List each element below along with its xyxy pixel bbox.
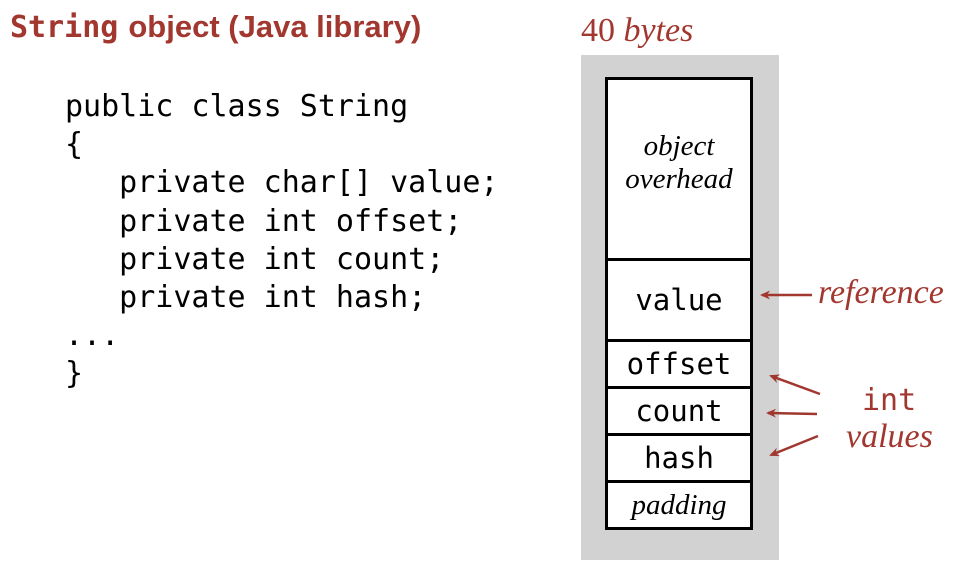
code-line-count-field: private int count; [65, 241, 445, 277]
memory-cell-value: value [605, 258, 753, 342]
overhead-label-line2: overhead [625, 163, 733, 196]
code-line-open-brace: { [65, 127, 84, 163]
int-annotation-text: values [846, 418, 933, 455]
code-block: public class String { private char[] val… [65, 88, 498, 394]
memory-cell-padding: padding [605, 480, 753, 530]
diagram-title: String object (Java library) [10, 9, 422, 45]
object-size-unit: bytes [623, 12, 694, 49]
memory-cell-offset: offset [605, 339, 753, 389]
code-line-ellipsis: ... [65, 318, 120, 354]
object-size-number: 40 [581, 12, 615, 49]
padding-cell-label: padding [631, 488, 727, 521]
offset-cell-label: offset [626, 347, 732, 381]
memory-cell-object-overhead: object overhead [605, 77, 753, 261]
overhead-label-line1: object [643, 130, 715, 162]
int-annotation-code: int [862, 383, 917, 418]
code-line-value-field: private char[] value; [65, 165, 499, 201]
reference-annotation: reference [818, 274, 944, 311]
code-line-offset-field: private int offset; [65, 203, 463, 239]
code-line-close-brace: } [65, 356, 84, 392]
title-text: object (Java library) [128, 9, 422, 44]
value-cell-label: value [635, 283, 723, 317]
title-class-name: String [10, 10, 119, 45]
object-size-label: 40 bytes [581, 12, 693, 49]
memory-cell-hash: hash [605, 433, 753, 483]
hash-cell-label: hash [644, 441, 714, 475]
count-cell-label: count [635, 394, 723, 428]
code-line-hash-field: private int hash; [65, 279, 427, 315]
memory-cell-count: count [605, 386, 753, 436]
code-line-class-declaration: public class String [65, 89, 409, 124]
